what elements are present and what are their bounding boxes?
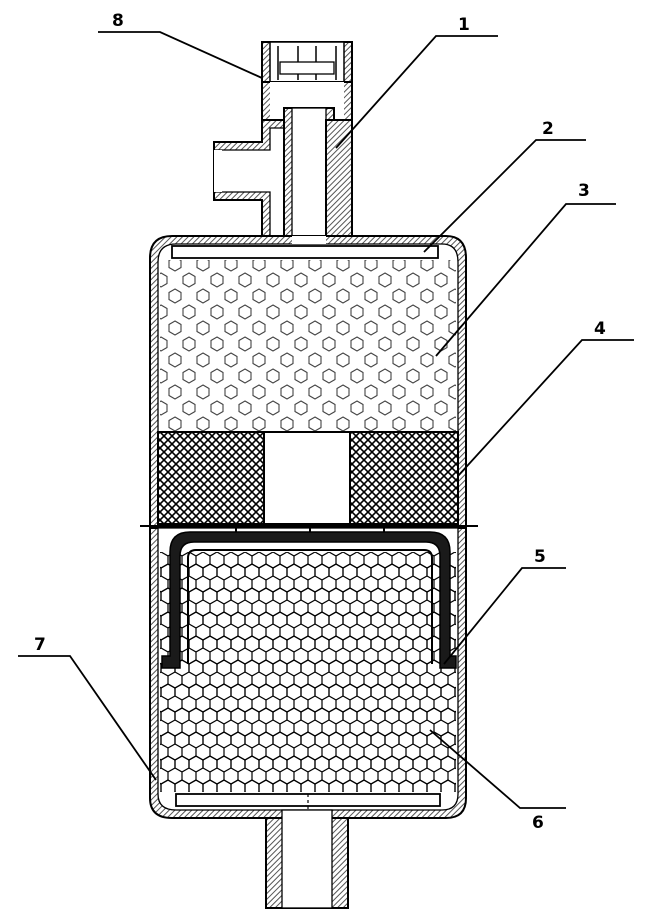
leader-2 <box>423 139 586 253</box>
leader-8 <box>98 31 263 79</box>
upper-desiccant-beads <box>160 260 456 432</box>
callout-leaders <box>18 31 634 809</box>
inlet-pipe <box>213 81 353 239</box>
leader-3 <box>435 203 616 357</box>
label-8: 8 <box>112 11 124 31</box>
callout-labels: 8 1 2 3 4 5 6 7 <box>34 11 606 833</box>
top-filter-plate <box>171 245 439 259</box>
leader-5 <box>443 567 566 665</box>
leader-6 <box>429 729 566 809</box>
label-3: 3 <box>578 181 590 201</box>
cover-seal-inner-adsorbent <box>188 556 424 664</box>
label-7: 7 <box>34 635 46 655</box>
mesh-partition <box>157 431 459 525</box>
label-5: 5 <box>534 547 546 567</box>
cover-seal <box>161 531 457 669</box>
leader-4 <box>457 339 634 477</box>
label-6: 6 <box>532 813 544 833</box>
label-1: 1 <box>458 15 470 35</box>
leader-7 <box>18 655 157 781</box>
label-4: 4 <box>594 319 606 339</box>
leader-1 <box>335 35 498 149</box>
outlet-pipe <box>265 809 349 909</box>
label-2: 2 <box>542 119 554 139</box>
